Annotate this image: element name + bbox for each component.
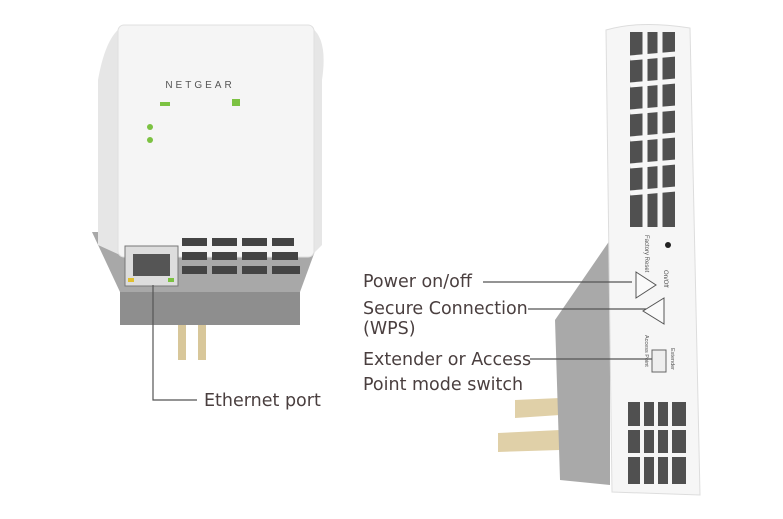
mode-label-line1: Extender or Access — [363, 350, 532, 370]
factory-reset-hole — [665, 242, 671, 248]
ethernet-port-label: Ethernet port — [204, 391, 321, 411]
on-off-marking: On/Off — [662, 270, 668, 288]
led-green — [232, 99, 240, 106]
plug-prong — [198, 318, 206, 360]
mode-switch — [651, 349, 667, 373]
wps-label-line2: (WPS) — [363, 319, 416, 339]
mode-label-line2: Point mode switch — [363, 375, 524, 395]
side-plate — [555, 240, 610, 485]
vent-grille — [182, 238, 300, 274]
factory-reset-marking: Factory Reset — [643, 235, 649, 273]
plug-prong — [178, 318, 186, 360]
extender-side-view: Factory Reset On/Off Access Point Extend… — [483, 23, 701, 496]
plug-prong — [515, 398, 560, 418]
extender-front-view: NETGEAR — [92, 24, 324, 401]
wps-button — [642, 297, 665, 325]
access-point-marking: Access Point — [643, 335, 649, 367]
power-button — [635, 271, 657, 299]
power-label: Power on/off — [363, 272, 472, 292]
led-green — [147, 137, 153, 143]
extender-marking: Extender — [669, 348, 675, 370]
brand-logo: NETGEAR — [165, 80, 234, 91]
led-green — [160, 102, 170, 106]
top-vent — [630, 32, 675, 227]
led-green — [147, 124, 153, 130]
plug-prong — [498, 430, 560, 452]
wps-label-line1: Secure Connection — [363, 299, 528, 319]
leader-line-ethernet — [152, 285, 197, 401]
side-body — [605, 23, 701, 496]
